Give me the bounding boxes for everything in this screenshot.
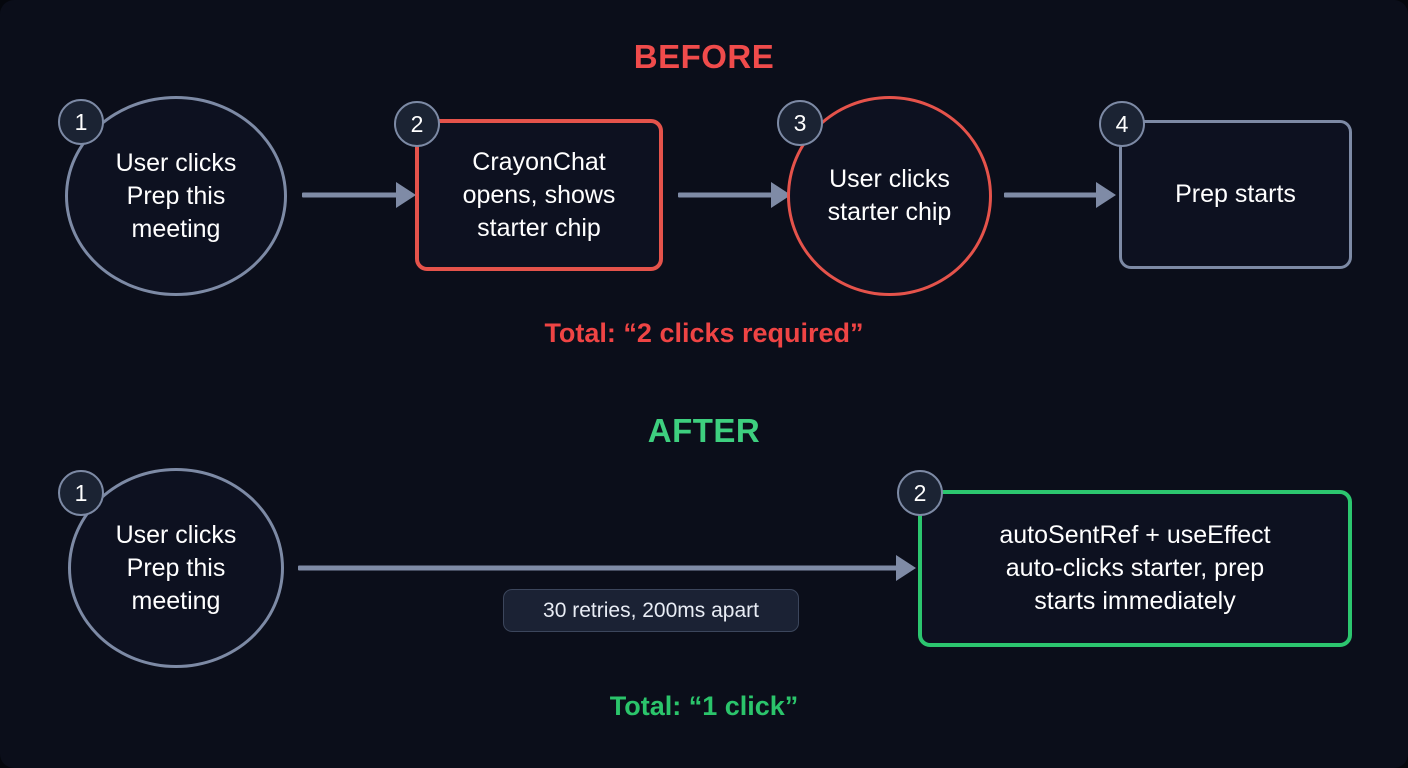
before-node-2[interactable]: CrayonChat opens, shows starter chip (415, 119, 663, 271)
arrow-head (771, 182, 791, 208)
before-node-1-label: User clicks Prep this meeting (115, 148, 237, 243)
before-node-4-badge: 4 (1099, 101, 1145, 147)
section-heading-before: BEFORE (633, 38, 775, 75)
before-node-2-badge: 2 (394, 101, 440, 147)
before-node-4-label: Prep starts (1175, 180, 1296, 208)
after-node-1-label: User clicks Prep this meeting (115, 520, 237, 615)
before-node-4[interactable]: Prep starts (1119, 120, 1352, 269)
arrow-shaft (298, 565, 898, 571)
before-total: Total: “2 clicks required” (544, 318, 864, 348)
before-node-3-badge: 3 (777, 100, 823, 146)
arrow-head (396, 182, 416, 208)
before-arrow-3-4 (1004, 180, 1116, 210)
after-node-2-badge: 2 (897, 470, 943, 516)
before-arrow-1-2 (302, 180, 416, 210)
after-arrow-1-2 (298, 553, 916, 583)
arrow-shaft (1004, 192, 1098, 198)
after-node-2-label: autoSentRef + useEffect auto-clicks star… (999, 521, 1271, 615)
before-node-2-label: CrayonChat opens, shows starter chip (462, 147, 616, 242)
section-heading-after: AFTER (647, 412, 761, 449)
after-node-2[interactable]: autoSentRef + useEffect auto-clicks star… (918, 490, 1352, 647)
before-node-1[interactable]: User clicks Prep this meeting (65, 96, 287, 296)
before-node-1-badge: 1 (58, 99, 104, 145)
after-edge-label: 30 retries, 200ms apart (503, 589, 799, 632)
after-total: Total: “1 click” (609, 691, 799, 721)
after-node-1[interactable]: User clicks Prep this meeting (68, 468, 284, 668)
arrow-shaft (302, 192, 398, 198)
before-arrow-2-3 (678, 180, 791, 210)
before-node-3-label: User clicks starter chip (827, 165, 952, 226)
after-node-1-badge: 1 (58, 470, 104, 516)
arrow-head (1096, 182, 1116, 208)
arrow-head (896, 555, 916, 581)
arrow-shaft (678, 192, 773, 198)
